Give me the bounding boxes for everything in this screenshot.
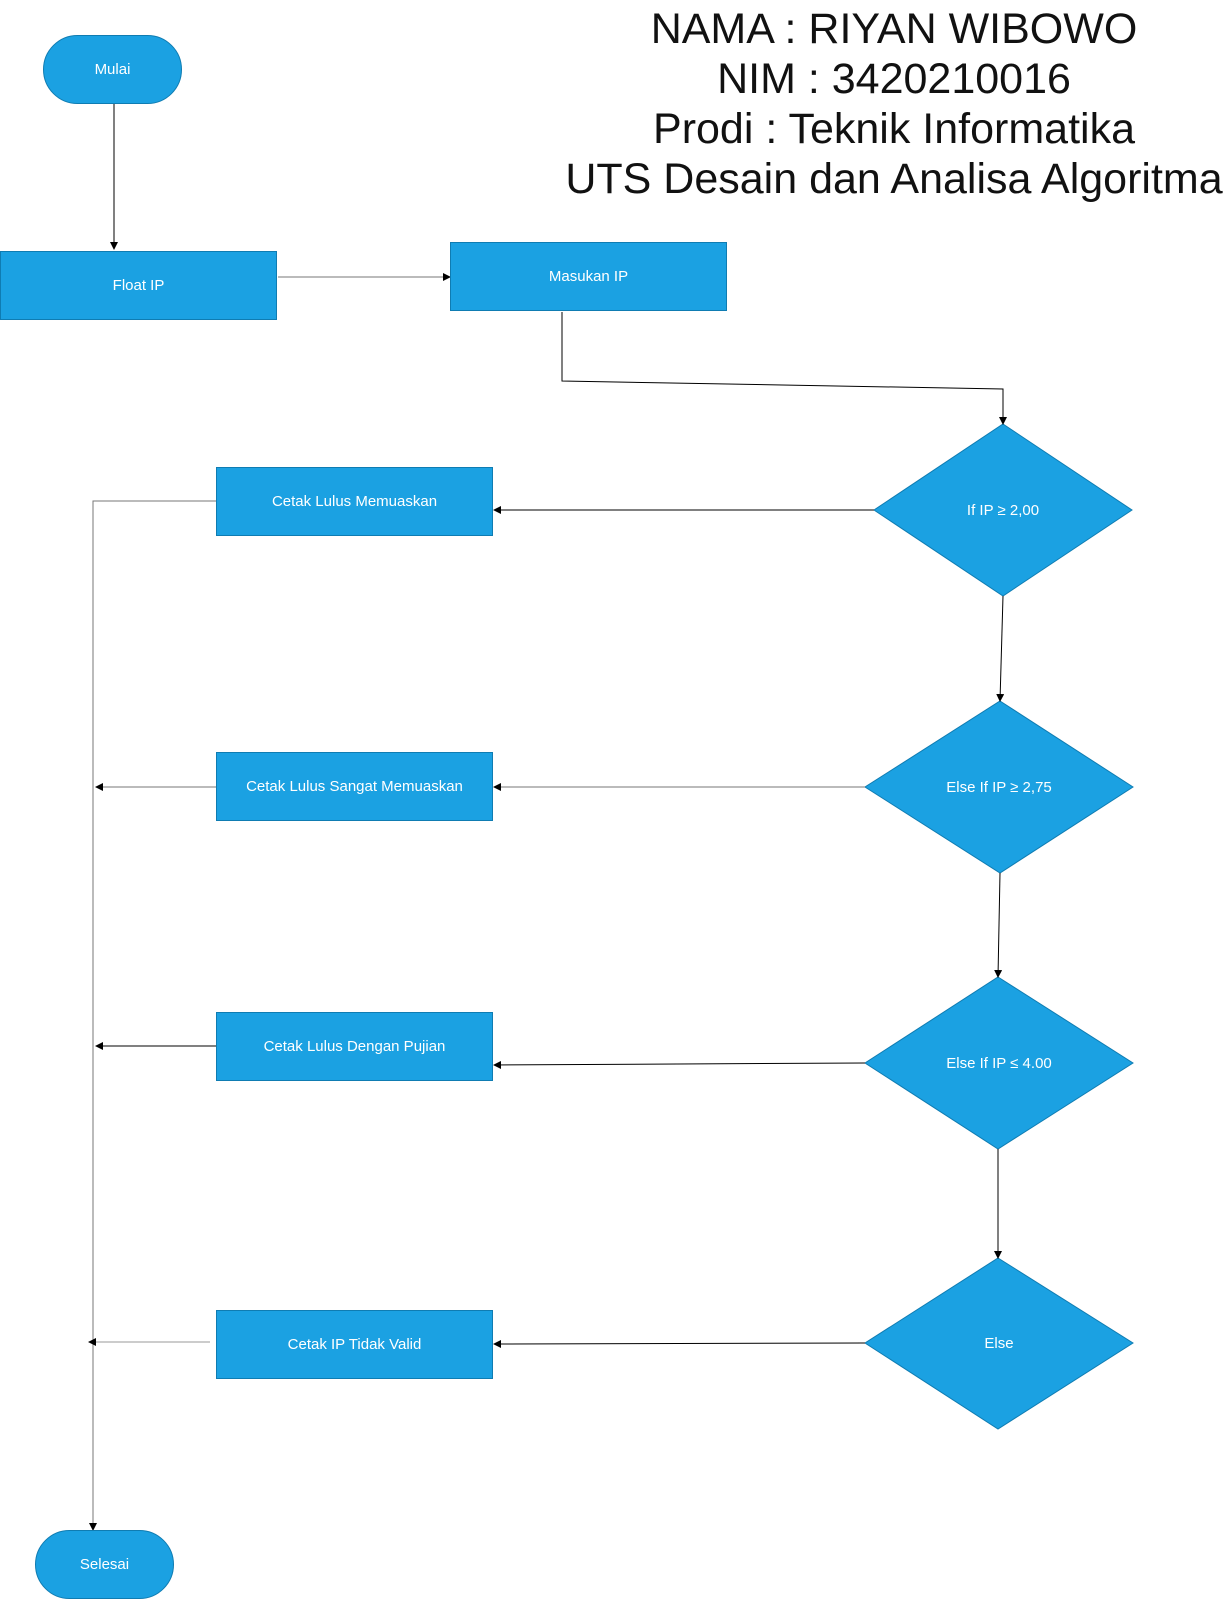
course-title: UTS Desain dan Analisa Algoritma [565, 155, 1223, 203]
output-box-1: Cetak Lulus Memuaskan [216, 467, 493, 536]
connector-out1-end [89, 500, 216, 1531]
decision-cond4 [864, 1257, 1134, 1430]
header-block: NAMA : RIYAN WIBOWO NIM : 3420210016 Pro… [560, 4, 1228, 204]
end-terminal: Selesai [35, 1530, 174, 1599]
output-box-4: Cetak IP Tidak Valid [216, 1310, 493, 1379]
input-box: Masukan IP [450, 242, 727, 311]
connector-cond2-cond3 [994, 872, 1003, 978]
output-label-3: Cetak Lulus Dengan Pujian [263, 1038, 446, 1055]
connector-input-cond1 [561, 312, 1007, 425]
decision-cond3 [864, 976, 1134, 1150]
output-label-1: Cetak Lulus Memuaskan [271, 493, 438, 510]
input-label: Masukan IP [548, 268, 629, 285]
student-nim: NIM : 3420210016 [717, 55, 1071, 103]
declare-label: Float IP [112, 277, 165, 294]
output-box-2: Cetak Lulus Sangat Memuaskan [216, 752, 493, 821]
start-label: Mulai [94, 61, 131, 78]
output-label-2: Cetak Lulus Sangat Memuaskan [246, 778, 463, 795]
connector-cond3-out3 [493, 1060, 866, 1069]
study-program: Prodi : Teknik Informatika [653, 105, 1135, 153]
start-terminal: Mulai [43, 35, 182, 104]
output-box-3: Cetak Lulus Dengan Pujian [216, 1012, 493, 1081]
decision-cond2 [864, 700, 1134, 874]
student-name: NAMA : RIYAN WIBOWO [650, 5, 1138, 53]
decision-cond1 [873, 423, 1133, 597]
output-label-4: Cetak IP Tidak Valid [287, 1336, 422, 1353]
end-label: Selesai [79, 1556, 130, 1573]
connector-cond1-cond2 [996, 595, 1005, 702]
connector-cond4-out4 [493, 1339, 866, 1348]
declare-box: Float IP [0, 251, 277, 320]
